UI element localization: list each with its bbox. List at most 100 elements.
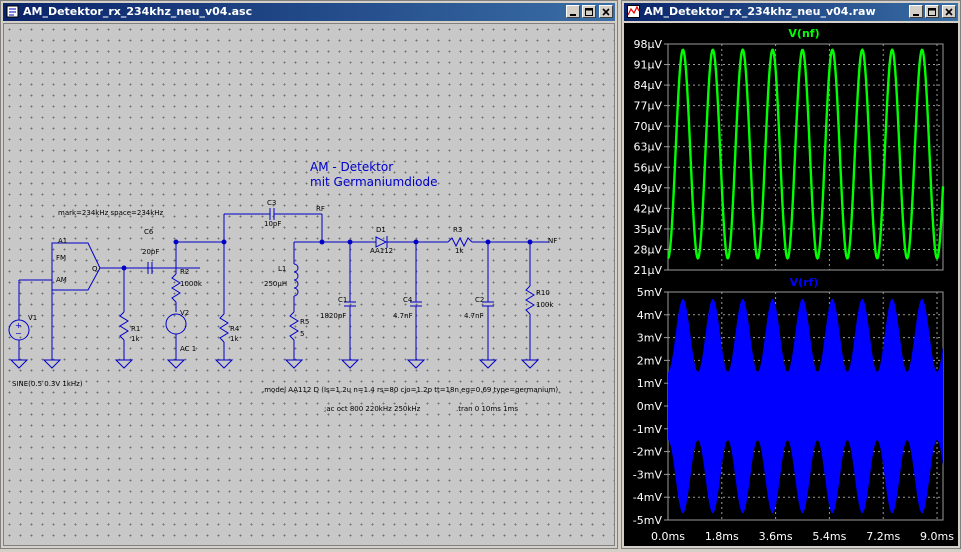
xtick-label: 7.2ms [866, 530, 900, 543]
label-v2-value: AC 1 [180, 345, 196, 353]
close-button[interactable] [599, 5, 613, 18]
ytick-label: 91µV [633, 59, 662, 72]
label-l1-value: 250µH [264, 280, 287, 288]
maximize-button[interactable] [582, 5, 596, 18]
ytick-label: -5mV [633, 514, 663, 527]
ytick-label: 35µV [633, 223, 662, 236]
label-v2: V2 [180, 309, 189, 317]
waveform-window-title: AM_Detektor_rx_234khz_neu_v04.raw [644, 5, 876, 18]
label-r4: R4 [230, 325, 240, 333]
ac-directive[interactable]: ;ac oct 800 220kHz 250kHz [324, 405, 421, 413]
label-r10-value: 100k [536, 301, 554, 309]
label-c6: C6 [144, 228, 154, 236]
maximize-icon [585, 8, 593, 16]
waveform-plots[interactable]: V(nf) 98µV91µV84µV77µV70µV63µV56µV49µV42… [624, 23, 958, 548]
wave-close-button[interactable] [942, 5, 956, 18]
resistor-r4[interactable] [219, 313, 229, 343]
schematic-drawing[interactable]: + − [4, 24, 616, 547]
schematic-window: AM_Detektor_rx_234khz_neu_v04.asc + − [0, 0, 618, 549]
label-r5: R5 [300, 318, 309, 326]
label-c3-value: 10pF [264, 220, 281, 228]
trace-label-nf[interactable]: V(nf) [788, 27, 819, 40]
ytick-label: -4mV [633, 491, 663, 504]
label-fm: FM [56, 254, 66, 262]
xtick-label: 9.0ms [920, 530, 954, 543]
diode-d1[interactable] [375, 236, 388, 248]
yticks-nf: 98µV91µV84µV77µV70µV63µV56µV49µV42µV35µV… [633, 38, 668, 277]
ytick-label: 98µV [633, 38, 662, 51]
svg-text:−: − [15, 329, 22, 338]
ytick-label: 49µV [633, 182, 662, 195]
label-c4-value: 4.7nF [393, 312, 413, 320]
ytick-label: -3mV [633, 468, 663, 481]
label-l1: L1 [278, 265, 286, 273]
ground-symbol [9, 359, 29, 369]
schematic-window-title: AM_Detektor_rx_234khz_neu_v04.asc [23, 5, 253, 18]
minimize-button[interactable] [566, 5, 580, 18]
label-r1-value: 1k [131, 335, 140, 343]
ytick-label: 21µV [633, 264, 662, 277]
label-r1: R1 [131, 325, 140, 333]
ytick-label: 3mV [637, 332, 663, 345]
ytick-label: 56µV [633, 161, 662, 174]
modulator-a1[interactable] [51, 242, 101, 291]
label-r10: R10 [536, 289, 550, 297]
label-r3-value: 1k [455, 247, 464, 255]
label-d1: D1 [376, 226, 386, 234]
xtick-label: 3.6ms [759, 530, 793, 543]
ytick-label: 77µV [633, 100, 662, 113]
ytick-label: 70µV [633, 120, 662, 133]
ytick-label: 4mV [637, 309, 663, 322]
schematic-canvas[interactable]: + − [3, 23, 615, 546]
schematic-doc-icon [6, 5, 19, 18]
label-r2: R2 [180, 268, 189, 276]
ytick-label: 0mV [637, 400, 663, 413]
resistor-r2[interactable] [171, 273, 181, 303]
wave-maximize-button[interactable] [925, 5, 939, 18]
xtick-label: 5.4ms [812, 530, 846, 543]
label-c6-value: 20pF [142, 248, 159, 256]
label-sine: SINE(0.5 0.3V 1kHz) [12, 380, 83, 388]
ytick-label: -1mV [633, 423, 663, 436]
label-c1-value: 1820pF [320, 312, 346, 320]
close-icon [945, 8, 953, 16]
voltage-source-v2[interactable] [165, 313, 187, 335]
model-directive[interactable]: .model AA112 D (Is=1.2u n=1.4 rs=80 cjo=… [262, 386, 558, 394]
resistor-r10[interactable] [525, 285, 535, 315]
inductor-l1[interactable] [293, 263, 299, 297]
wave-minimize-button[interactable] [909, 5, 923, 18]
resistor-r1[interactable] [119, 311, 129, 341]
label-r3: R3 [453, 226, 462, 234]
label-c1: C1 [338, 296, 347, 304]
trace-nf[interactable] [667, 48, 945, 260]
label-r5-value: 5 [300, 330, 304, 338]
schematic-title-bar[interactable]: AM_Detektor_rx_234khz_neu_v04.asc [3, 3, 615, 21]
plot-frame-nf[interactable] [667, 43, 944, 271]
label-c2-value: 4.7nF [464, 312, 484, 320]
label-am: AM [56, 276, 67, 284]
waveform-window: AM_Detektor_rx_234khz_neu_v04.raw V(nf) … [621, 0, 961, 549]
label-r4-value: 1k [230, 335, 239, 343]
waveform-doc-icon [627, 5, 640, 18]
label-c4: C4 [403, 296, 413, 304]
resistor-r5[interactable] [289, 311, 299, 341]
label-rf: RF [316, 205, 325, 213]
label-a1: A1 [58, 237, 67, 245]
xtick-label: 1.8ms [705, 530, 739, 543]
ytick-label: 42µV [633, 202, 662, 215]
label-d1-value: AA112 [370, 247, 393, 255]
ytick-label: 2mV [637, 354, 663, 367]
trace-label-rf[interactable]: V(rf) [790, 276, 819, 289]
minimize-icon [570, 14, 576, 16]
grid-nf [667, 43, 943, 271]
minimize-icon [913, 14, 919, 16]
waveform-title-bar[interactable]: AM_Detektor_rx_234khz_neu_v04.raw [624, 3, 958, 21]
resistor-r3[interactable] [447, 236, 473, 248]
trace-rf[interactable] [668, 298, 943, 514]
tran-directive[interactable]: .tran 0 10ms 1ms [456, 405, 518, 413]
label-mark: mark=234kHz space=234kHz [58, 209, 164, 217]
ytick-label: 5mV [637, 286, 663, 299]
annotation-line-2: mit Germaniumdiode [310, 175, 438, 189]
